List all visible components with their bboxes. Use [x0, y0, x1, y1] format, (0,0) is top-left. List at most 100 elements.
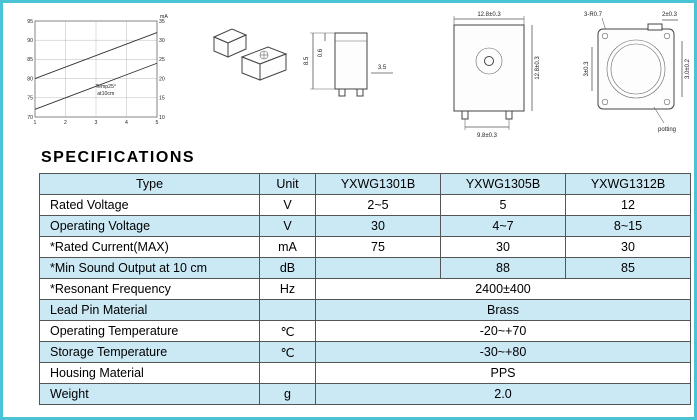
- chart-text: Temp25°: [95, 84, 116, 90]
- dim-depth-label: 3.5: [378, 65, 387, 71]
- dim-height-label: 12.8±0.3: [535, 56, 541, 80]
- spec-unit-cell: mA: [259, 236, 316, 258]
- spec-value-cell: [315, 257, 441, 279]
- chart-text: 80: [27, 76, 33, 82]
- dim-left-label: 3±0.3: [584, 61, 590, 77]
- column-header: YXWG1305B: [440, 173, 566, 195]
- spec-value-cell: 30: [440, 236, 566, 258]
- spec-value-cell: PPS: [315, 362, 691, 384]
- spec-row: Lead Pin Material Brass: [39, 299, 691, 321]
- dim-width-label: 12.8±0.3: [477, 12, 501, 18]
- spec-value-cell: -20~+70: [315, 320, 691, 342]
- chart-text: 75: [27, 96, 33, 102]
- spec-name-cell: Rated Voltage: [39, 194, 260, 216]
- spec-name-cell: *Resonant Frequency: [39, 278, 260, 300]
- chart-text: 30: [159, 38, 165, 44]
- spec-value-cell: 4~7: [440, 215, 566, 237]
- dim-corner-label: 3-R0.7: [584, 12, 603, 18]
- figures-row: 95 90 85 80 75 70 35 30 25 20 15 10 1 2 3 4 5 mA Temp25°at…: [3, 3, 694, 145]
- buzzer-body-shape: [334, 32, 368, 97]
- spec-value-cell: 85: [565, 257, 691, 279]
- spec-value-cell: 2400±400: [315, 278, 691, 300]
- spec-value-cell: 30: [315, 215, 441, 237]
- spec-unit-cell: [259, 362, 316, 384]
- spec-unit-cell: V: [259, 215, 316, 237]
- spec-value-cell: 30: [565, 236, 691, 258]
- spec-row: Housing Material PPS: [39, 362, 691, 384]
- chart-text: 2: [64, 120, 67, 126]
- spec-row: Operating Temperature℃-20~+70: [39, 320, 691, 342]
- spec-unit-cell: V: [259, 194, 316, 216]
- spl-current-chart: 95 90 85 80 75 70 35 30 25 20 15 10 1 2 3 4 5 mA Temp25°at…: [27, 14, 168, 126]
- chart-text: 90: [27, 38, 33, 44]
- spec-unit-cell: [259, 299, 316, 321]
- chart-text: 3: [95, 120, 98, 126]
- chart-polyline: [34, 62, 158, 110]
- buzzer-back-shape: [597, 23, 675, 110]
- chart-text: 10: [159, 115, 165, 121]
- column-header: YXWG1301B: [315, 173, 441, 195]
- buzzer-front-shape: [453, 24, 525, 120]
- spec-value-cell: 2~5: [315, 194, 441, 216]
- dim-lid-label: 0.6: [318, 48, 324, 57]
- potting-label: potting: [658, 127, 676, 133]
- back-view-drawing: 3-R0.7 2±0.3 3±0.3 3.0±0.2 potting: [584, 12, 691, 133]
- page-title: SPECIFICATIONS: [41, 149, 196, 166]
- spec-value-cell: 88: [440, 257, 566, 279]
- chart-text: 20: [159, 76, 165, 82]
- column-header: Unit: [259, 173, 316, 195]
- spec-row: Storage Temperature℃-30~+80: [39, 341, 691, 363]
- chart-text: 4: [125, 120, 128, 126]
- chart-text: 1: [34, 120, 37, 126]
- dim-height-label: 8.5: [304, 56, 310, 65]
- chart-text: 15: [159, 96, 165, 102]
- spec-unit-cell: g: [259, 383, 316, 405]
- dim-tab-label: 2±0.3: [662, 12, 678, 18]
- chart-text: 5: [156, 120, 159, 126]
- chart-text: 25: [159, 57, 165, 63]
- column-header: YXWG1312B: [565, 173, 691, 195]
- chart-text: at10cm: [97, 91, 114, 97]
- spec-name-cell: *Min Sound Output at 10 cm: [39, 257, 260, 279]
- spec-unit-cell: ℃: [259, 320, 316, 342]
- large-box-shape: [240, 46, 288, 81]
- spec-unit-cell: ℃: [259, 341, 316, 363]
- spec-value-cell: -30~+80: [315, 341, 691, 363]
- spec-value-cell: 75: [315, 236, 441, 258]
- dim-pin-pitch-label: 9.8±0.3: [477, 133, 498, 139]
- chart-text: 35: [159, 19, 165, 25]
- spec-name-cell: Operating Temperature: [39, 320, 260, 342]
- front-view-drawing: 12.8±0.3 12.8±0.3 9.8±0.3: [453, 12, 541, 139]
- spec-value-cell: 8~15: [565, 215, 691, 237]
- spec-value-cell: 5: [440, 194, 566, 216]
- spec-name-cell: Housing Material: [39, 362, 260, 384]
- spec-value-cell: 2.0: [315, 383, 691, 405]
- chart-text: 70: [27, 115, 33, 121]
- chart-polyline: [34, 32, 158, 80]
- chart-text: mA: [160, 14, 168, 20]
- spec-name-cell: *Rated Current(MAX): [39, 236, 260, 258]
- spec-name-cell: Weight: [39, 383, 260, 405]
- spec-name-cell: Operating Voltage: [39, 215, 260, 237]
- spec-name-cell: Lead Pin Material: [39, 299, 260, 321]
- spec-unit-cell: dB: [259, 257, 316, 279]
- chart-text: 85: [27, 57, 33, 63]
- small-box-shape: [212, 28, 248, 58]
- column-header: Type: [39, 173, 260, 195]
- spec-value-cell: 12: [565, 194, 691, 216]
- spec-unit-cell: Hz: [259, 278, 316, 300]
- spec-value-cell: Brass: [315, 299, 691, 321]
- dim-right-label: 3.0±0.2: [685, 58, 691, 79]
- isometric-view-drawing: [212, 28, 288, 81]
- side-view-drawing: 8.5 0.6 3.5: [304, 32, 393, 97]
- chart-text: 95: [27, 19, 33, 25]
